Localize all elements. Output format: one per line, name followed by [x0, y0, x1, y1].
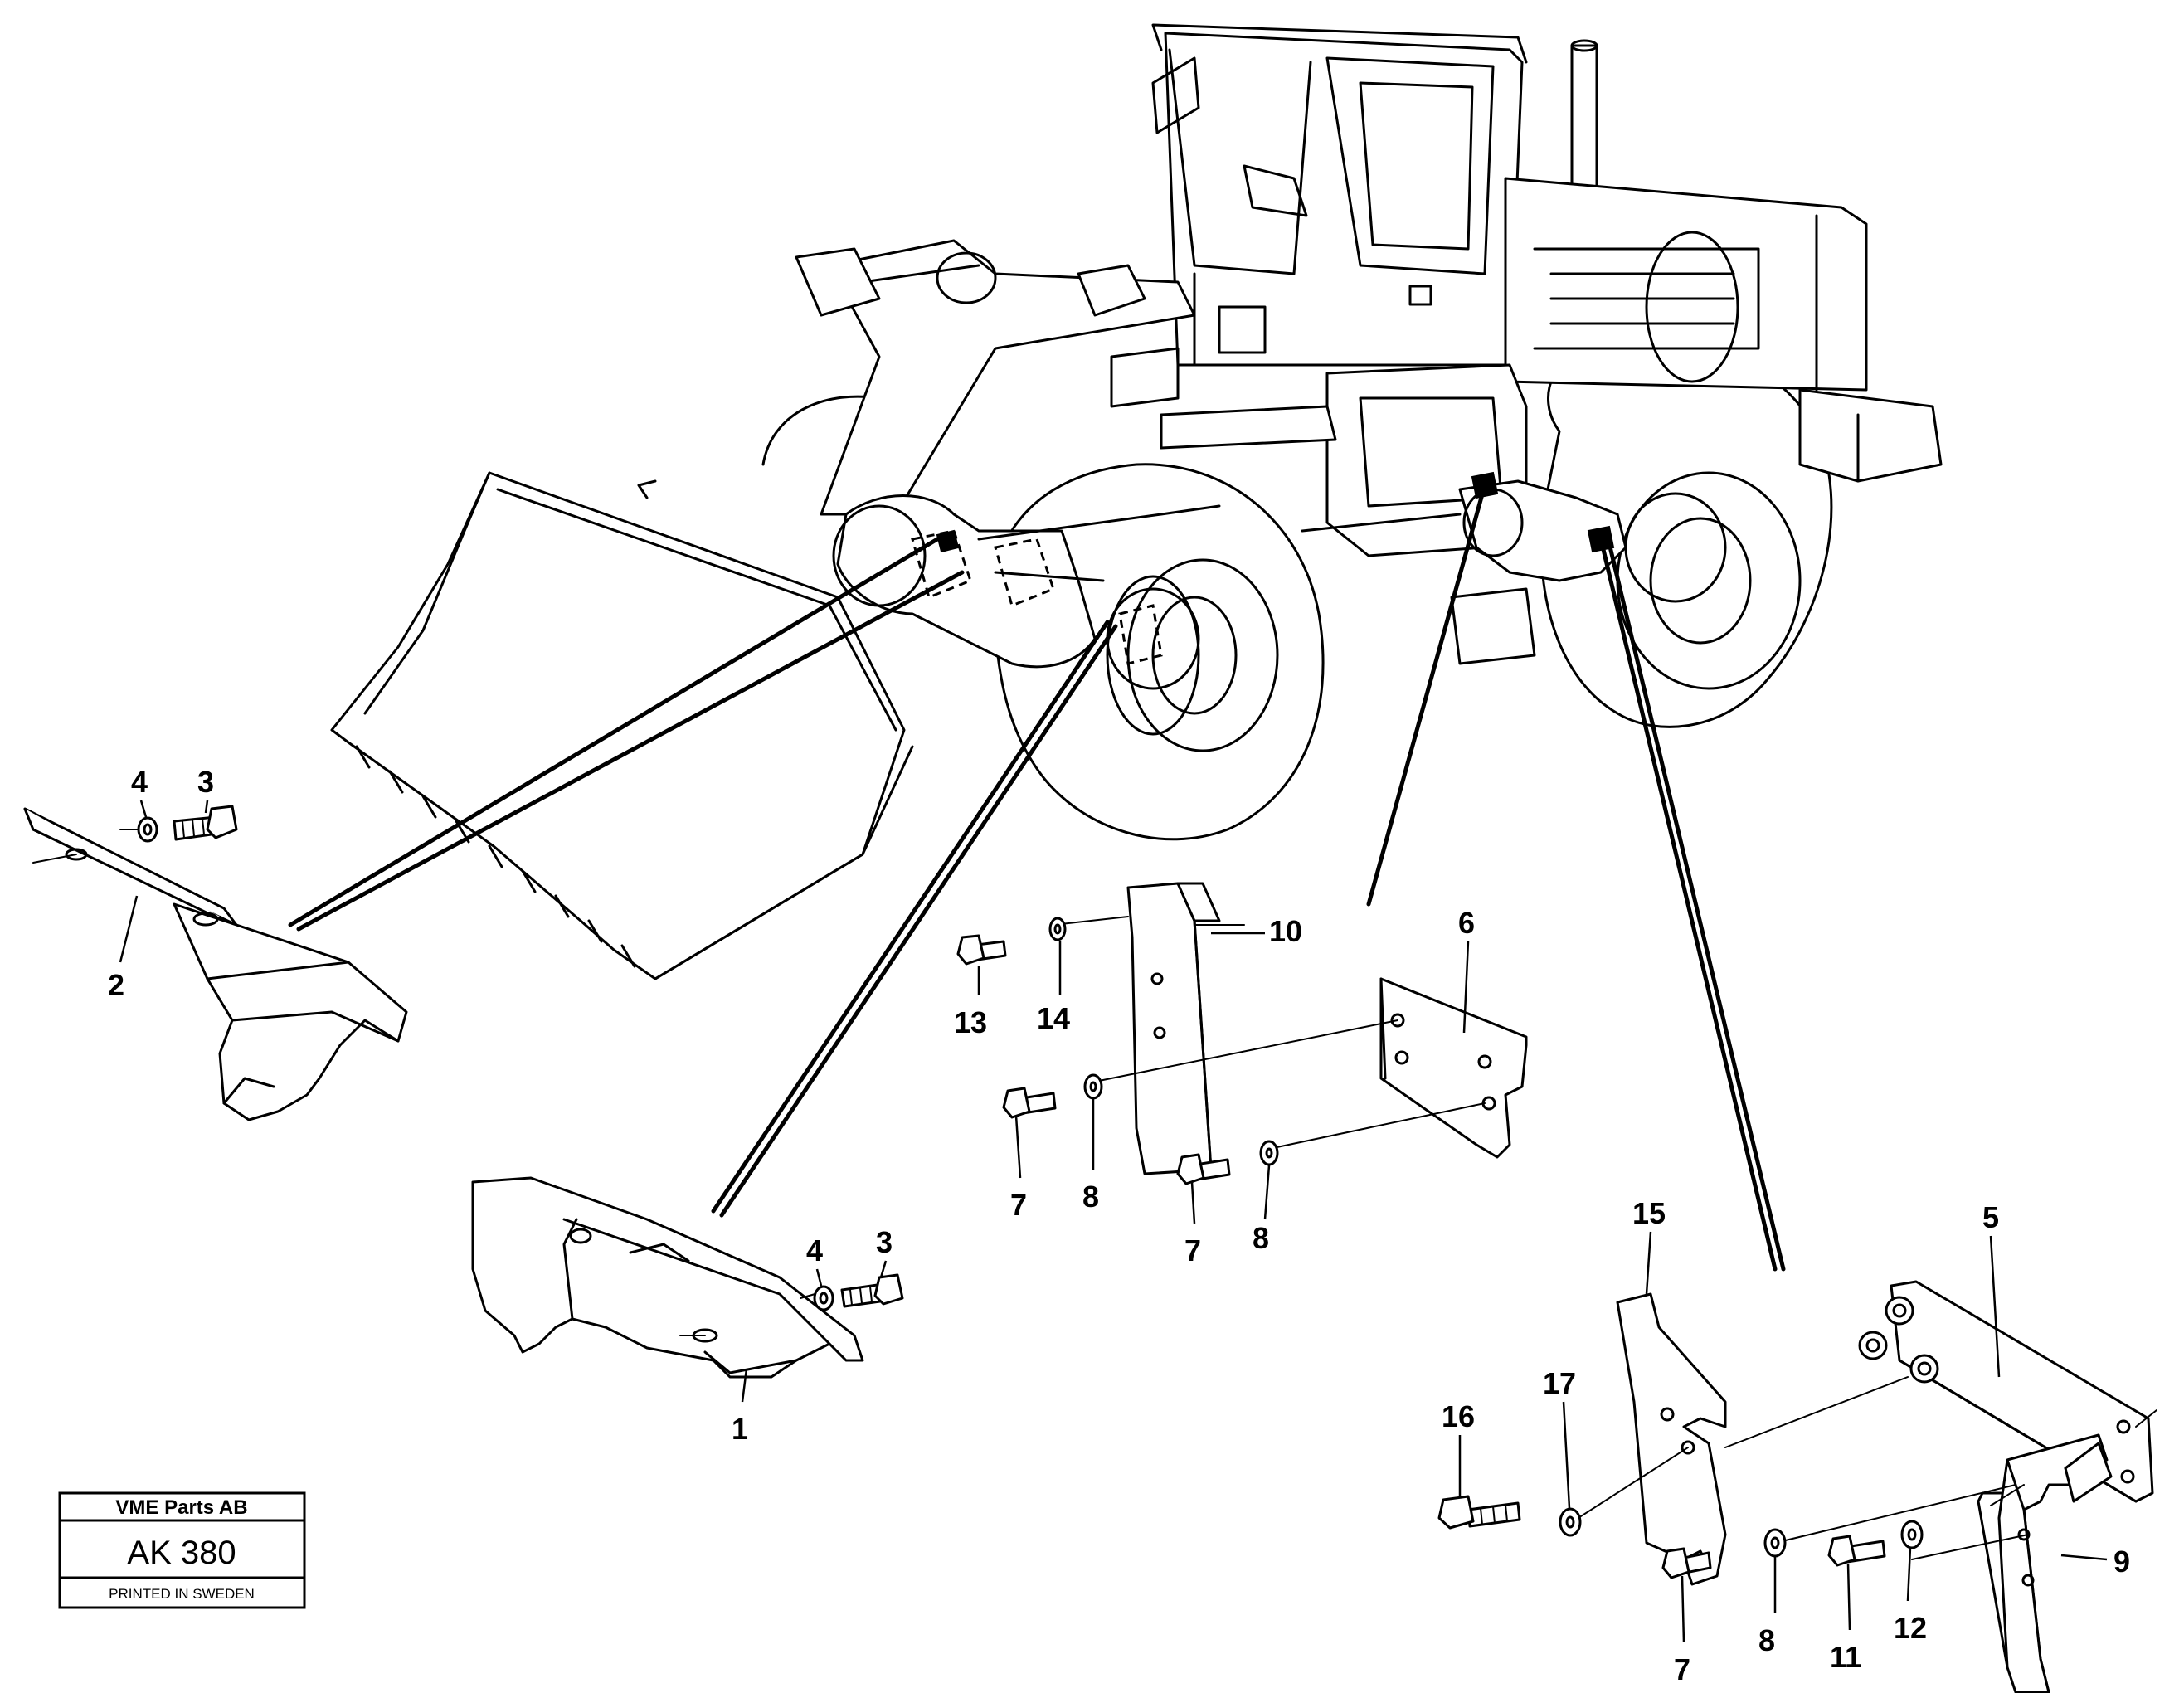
- washer-4-lower: [813, 1285, 834, 1311]
- part-6-plate: [1002, 977, 1528, 1185]
- part-1-shield: [471, 1176, 904, 1379]
- callout-labels: 4 3 2 4 3 1 10 13 14 6 7 8 7 8 5 15 17 1…: [108, 765, 2130, 1686]
- front-axle: [832, 494, 1221, 690]
- engine-hood: [1504, 177, 1868, 392]
- callout-17: 17: [1543, 1366, 1576, 1400]
- part-2-shield: [23, 805, 408, 1121]
- rear-axle: [1301, 471, 1727, 665]
- stamp-company: VME Parts AB: [115, 1496, 247, 1519]
- washer-17: [1559, 1507, 1582, 1537]
- wheel-loader-illustration: [330, 23, 1943, 980]
- part-15-bracket: [1437, 1292, 1909, 1586]
- part-10-bracket: [956, 882, 1245, 1175]
- callout-12: 12: [1894, 1611, 1927, 1645]
- callout-8-a: 8: [1082, 1180, 1099, 1214]
- washer-8-a: [1083, 1073, 1103, 1100]
- callout-1: 1: [732, 1412, 748, 1446]
- callout-16: 16: [1442, 1399, 1475, 1433]
- washer-8-b: [1259, 1140, 1279, 1166]
- callout-13: 13: [954, 1005, 987, 1039]
- cab: [1151, 23, 1528, 367]
- callout-14: 14: [1037, 1001, 1070, 1035]
- callout-3-top: 3: [197, 765, 214, 799]
- callout-9: 9: [2113, 1545, 2130, 1579]
- callout-7-c: 7: [1674, 1652, 1690, 1686]
- callout-11: 11: [1830, 1640, 1861, 1674]
- loader-arms: [795, 239, 1267, 516]
- stamp-printed: PRINTED IN SWEDEN: [109, 1586, 255, 1602]
- callout-6: 6: [1458, 906, 1475, 940]
- stamp-code: AK 380: [127, 1535, 236, 1571]
- callout-4-top: 4: [131, 765, 148, 799]
- callout-10: 10: [1269, 914, 1302, 948]
- callout-leaders: [119, 800, 2108, 1643]
- callout-5: 5: [1982, 1200, 1999, 1234]
- bucket: [330, 471, 914, 980]
- callout-15: 15: [1632, 1196, 1666, 1230]
- front-wheel: [991, 463, 1325, 841]
- washer-4-top: [137, 816, 158, 843]
- callout-4-lower: 4: [806, 1233, 823, 1267]
- washer-14: [1048, 917, 1067, 941]
- callout-3-lower: 3: [876, 1225, 893, 1259]
- callout-7-b: 7: [1184, 1233, 1201, 1267]
- rear-wheel: [1540, 338, 1833, 728]
- publisher-stamp: VME Parts AB AK 380 PRINTED IN SWEDEN: [58, 1491, 306, 1609]
- callout-8-b: 8: [1253, 1221, 1269, 1255]
- callout-7-a: 7: [1010, 1188, 1027, 1222]
- callout-8-c: 8: [1758, 1623, 1775, 1657]
- leader-lines: [288, 483, 1786, 1272]
- callout-2: 2: [108, 968, 124, 1002]
- washer-8-c: [1763, 1528, 1787, 1558]
- washer-12: [1900, 1520, 1924, 1549]
- part-9-bracket: [1661, 1433, 2113, 1693]
